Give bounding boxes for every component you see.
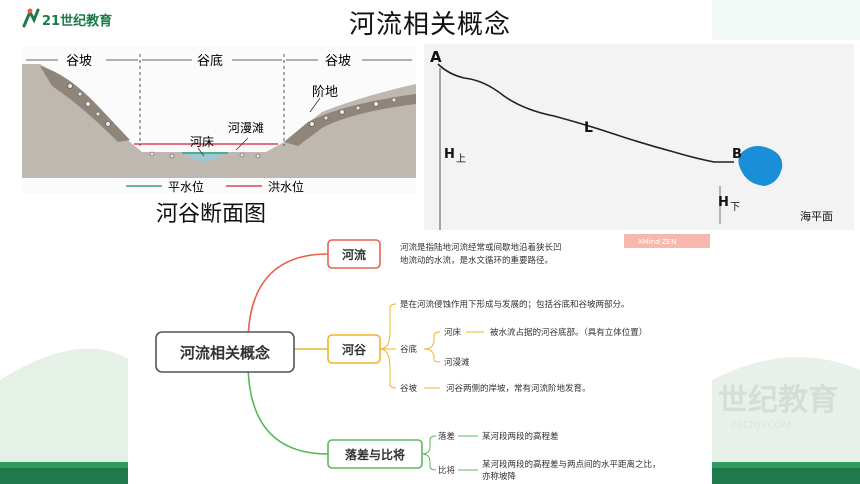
sea-level-label: 海平面 bbox=[800, 209, 833, 223]
label-right-slope: 谷坡 bbox=[325, 54, 351, 69]
river-channel bbox=[182, 152, 228, 161]
h-upper: H bbox=[444, 147, 455, 162]
legend-flood-label: 洪水位 bbox=[268, 179, 304, 194]
drop-label: 落差 bbox=[438, 431, 455, 442]
label-valley-bottom: 谷底 bbox=[197, 53, 223, 69]
valley-slope-desc: 河谷两侧的岸坡，常有河流阶地发育。 bbox=[446, 383, 591, 394]
watermark-text: 世纪教育 bbox=[718, 383, 838, 418]
legend-normal-label: 平水位 bbox=[168, 179, 204, 194]
connector-ratio-item bbox=[421, 453, 437, 471]
point-b: B bbox=[732, 147, 742, 162]
point-l: L bbox=[584, 120, 593, 136]
branch-river-desc-1: 河流是指陆地河流经常或间歇地沿着狭长凹 bbox=[400, 242, 562, 253]
connector-river bbox=[247, 253, 329, 345]
mindmap-tag: XMind·ZEN bbox=[638, 238, 676, 246]
valley-terrain bbox=[22, 64, 416, 178]
valley-cross-section-diagram: 谷坡 谷底 谷坡 阶地 河漫滩 河床 平水位 洪水位 bbox=[22, 46, 416, 194]
riverbed-desc: 被水流占据的河谷底部。（具有立体位置） bbox=[490, 327, 647, 338]
river-profile-diagram: A L B H 上 H 下 海平面 bbox=[424, 44, 854, 230]
connector-riverbed bbox=[423, 331, 441, 350]
mindmap-root-box bbox=[155, 331, 295, 373]
h-upper-subscript: 上 bbox=[456, 153, 466, 165]
branch-river-label: 河流 bbox=[341, 247, 366, 262]
branch-valley-box bbox=[327, 334, 381, 364]
river-profile-line bbox=[437, 63, 734, 163]
branch-river-desc-2: 地流动的水流，是水文循环的重要路径。 bbox=[400, 255, 553, 266]
drop-desc: 某河段两段的高程差 bbox=[482, 431, 559, 442]
valley-caption: 河谷断面图 bbox=[156, 202, 267, 227]
h-lower: H bbox=[718, 195, 729, 210]
point-a: A bbox=[430, 48, 442, 66]
connector-floodplain bbox=[423, 348, 441, 363]
mindmap-tag-bg bbox=[624, 234, 710, 248]
ratio-desc-1: 某河段两段的高程差与两点间的水平距离之比， bbox=[482, 459, 661, 470]
brand-logo: 21世纪教育 bbox=[22, 8, 112, 29]
branch-drop-box bbox=[327, 439, 423, 469]
connector-drop-item bbox=[421, 435, 437, 455]
page-title: 河流相关概念 bbox=[348, 10, 511, 40]
label-floodplain: 河漫滩 bbox=[228, 121, 264, 135]
right-terrace-deposit bbox=[284, 94, 416, 146]
watermark-subtext: 21CNJY.COM bbox=[730, 420, 791, 431]
valley-bottom-label: 谷底 bbox=[400, 344, 418, 355]
riverbed-label: 河床 bbox=[444, 327, 462, 338]
ratio-desc-2: 亦称坡降 bbox=[482, 471, 517, 482]
branch-drop-label: 落差与比将 bbox=[345, 447, 405, 462]
mindmap-root: 河流相关概念 bbox=[180, 344, 270, 362]
connector-valley-desc bbox=[379, 303, 397, 350]
label-left-slope: 谷坡 bbox=[66, 54, 92, 69]
valley-slope-label: 谷坡 bbox=[400, 383, 418, 394]
lake-shape bbox=[738, 146, 783, 186]
connector-drop bbox=[247, 361, 329, 455]
ratio-label: 比将 bbox=[438, 465, 456, 476]
branch-valley-label: 河谷 bbox=[341, 342, 367, 357]
mindmap: XMind·ZEN 河流相关概念 河流 河流是指陆地河流经常或间歇地沿着狭长凹 … bbox=[128, 232, 712, 484]
label-riverbed: 河床 bbox=[190, 135, 214, 149]
h-lower-subscript: 下 bbox=[730, 202, 740, 213]
branch-valley-desc: 是在河流侵蚀作用下形成与发展的；包括谷底和谷坡两部分。 bbox=[400, 299, 630, 310]
connector-valley-slope bbox=[379, 348, 397, 389]
floodplain-label: 河漫滩 bbox=[444, 357, 470, 368]
label-terrace: 阶地 bbox=[312, 85, 338, 100]
branch-river-box bbox=[327, 239, 381, 269]
logo-text: 21世纪教育 bbox=[42, 13, 112, 29]
